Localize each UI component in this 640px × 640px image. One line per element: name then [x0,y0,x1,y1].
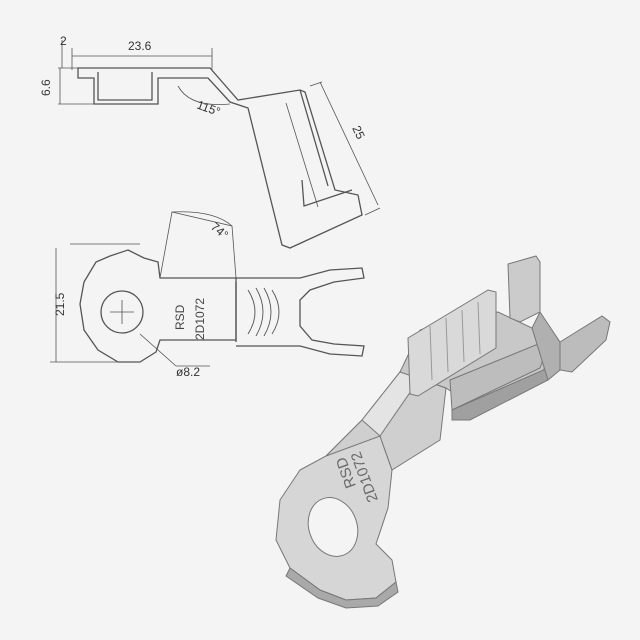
iso-hole [307,497,359,557]
side-dim-length: 23.6 [128,39,152,53]
top-view-lug [79,249,237,363]
top-dim-width: 21.5 [53,292,67,316]
iso-view [275,255,611,609]
side-dim-height: 6.6 [39,79,53,96]
side-dim-total: 25 [349,123,367,141]
top-marking-line2: 2D1072 [193,298,207,340]
top-marking-line1: RSD [173,304,187,330]
side-dim-thickness: 2 [60,34,67,48]
top-dim-hole: ø8.2 [176,365,200,379]
side-dim-angle: 115° [195,98,222,119]
side-view [58,40,381,249]
top-view-hole [100,290,144,334]
top-view [50,211,365,367]
